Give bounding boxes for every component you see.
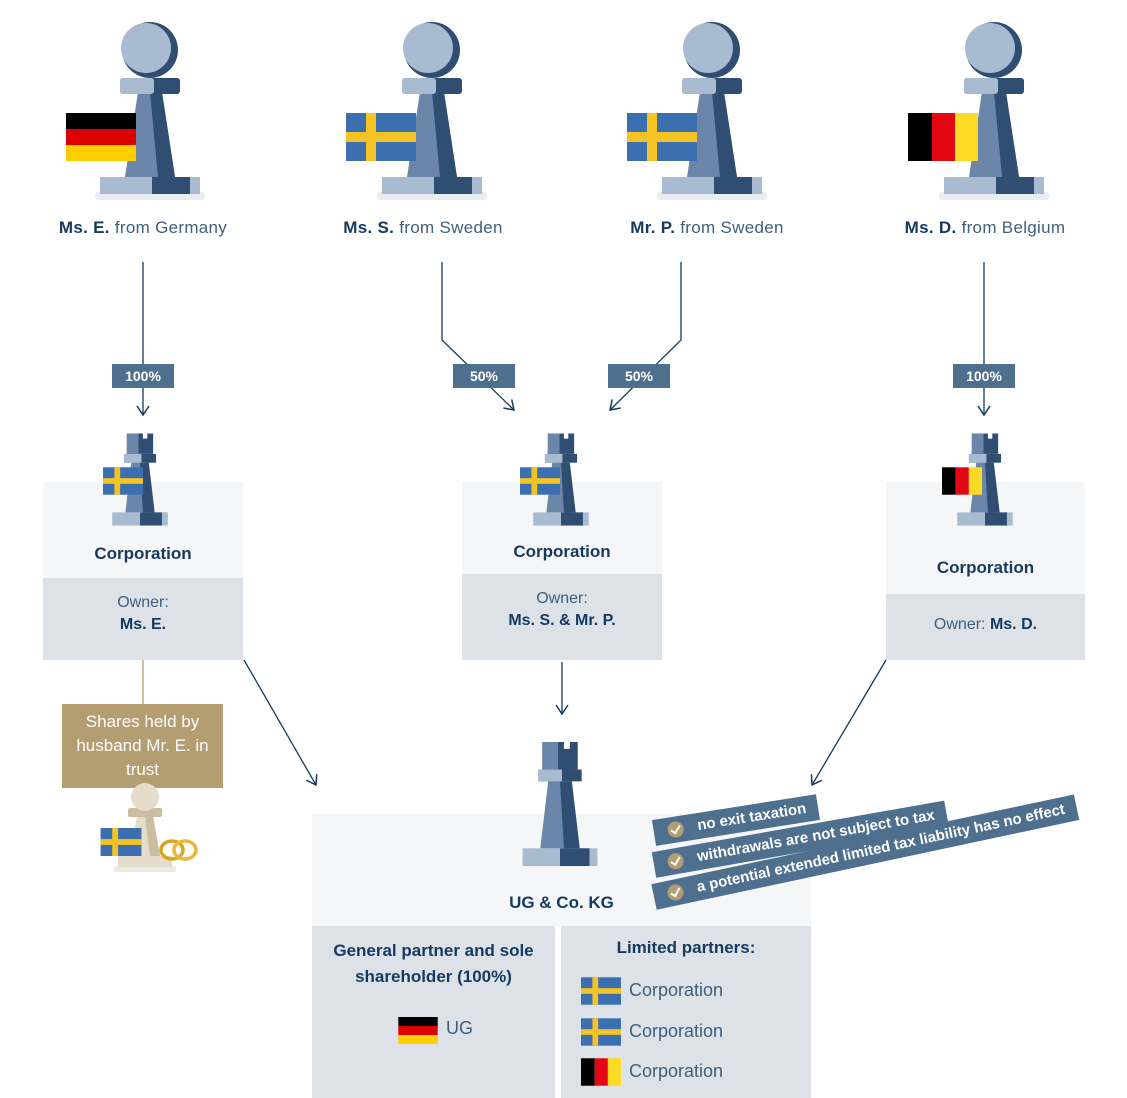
check-icon xyxy=(666,820,685,839)
person-label-ms-d: Ms. D. from Belgium xyxy=(904,218,1066,237)
corporation-title: Corporation xyxy=(936,558,1035,577)
flag-sweden-icon xyxy=(100,828,142,856)
check-icon xyxy=(666,882,686,902)
person-label-ms-e: Ms. E. from Germany xyxy=(58,218,228,237)
wedding-rings-icon xyxy=(159,839,198,861)
limited-partner-row: Corporation xyxy=(581,1016,723,1046)
flag-belgium-icon xyxy=(908,113,978,161)
share-badge: 50% xyxy=(453,364,515,388)
flag-sweden-icon xyxy=(581,1018,621,1046)
limited-partner-row: Corporation xyxy=(581,1056,723,1086)
share-badge: 100% xyxy=(953,364,1015,388)
flag-germany-icon xyxy=(398,1017,438,1044)
rook-icon xyxy=(505,740,615,868)
corporation-title: Corporation xyxy=(513,542,611,561)
flag-sweden-icon xyxy=(581,977,621,1005)
general-partner-panel: General partner and sole shareholder (10… xyxy=(312,926,555,1098)
pawn-icon xyxy=(934,22,1054,202)
general-partner-heading: General partner and sole shareholder (10… xyxy=(333,941,534,986)
flag-germany-icon xyxy=(66,113,136,161)
limited-partners-panel: Limited partners: Corporation Corporatio… xyxy=(561,926,811,1098)
flag-belgium-icon xyxy=(581,1058,621,1086)
general-partner-name: UG xyxy=(446,1018,473,1038)
limited-partner-row: Corporation xyxy=(581,975,723,1005)
flag-sweden-icon xyxy=(520,467,560,495)
check-icon xyxy=(666,851,685,871)
person-label-mr-p: Mr. P. from Sweden xyxy=(630,218,784,237)
owner-name: Ms. E. xyxy=(119,616,167,633)
pawn-icon xyxy=(652,22,772,202)
share-badge: 50% xyxy=(608,364,670,388)
flag-sweden-icon xyxy=(627,113,697,161)
owner-label: Owner: xyxy=(536,590,588,607)
owner-label: Owner: xyxy=(117,594,169,611)
limited-partners-heading: Limited partners: xyxy=(616,938,756,957)
share-badge: 100% xyxy=(112,364,174,388)
flag-sweden-icon xyxy=(103,467,143,495)
kg-title: UG & Co. KG xyxy=(509,893,614,912)
trust-note: Shares held by husband Mr. E. in trust xyxy=(62,704,223,788)
pawn-icon xyxy=(90,22,210,202)
owner-name: Ms. S. & Mr. P. xyxy=(508,612,616,629)
owner-line: Owner: Ms. D. xyxy=(933,616,1038,633)
flag-belgium-icon xyxy=(942,467,982,495)
owner-panel: Owner: Ms. S. & Mr. P. xyxy=(462,574,662,660)
flag-sweden-icon xyxy=(346,113,416,161)
owner-panel: Owner: Ms. E. xyxy=(43,578,243,660)
person-label-ms-s: Ms. S. from Sweden xyxy=(343,218,503,237)
corporation-title: Corporation xyxy=(94,544,192,563)
owner-panel: Owner: Ms. D. xyxy=(886,594,1085,660)
pawn-icon xyxy=(372,22,492,202)
